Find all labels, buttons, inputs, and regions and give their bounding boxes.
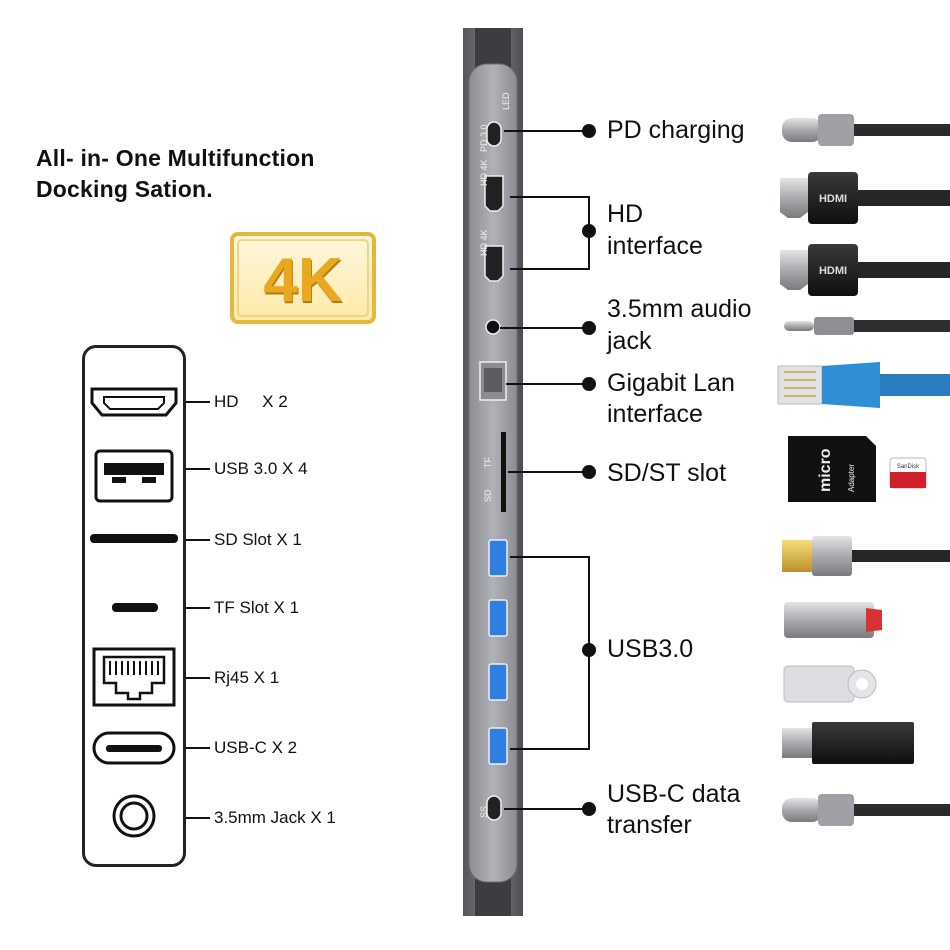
port-legend-panel bbox=[82, 345, 186, 867]
headline: All- in- One Multifunction Docking Satio… bbox=[36, 143, 315, 205]
legend-label-jack: 3.5mm Jack X 1 bbox=[214, 808, 336, 827]
usb-c-cable-data bbox=[782, 794, 950, 826]
audio-jack-icon bbox=[112, 794, 156, 838]
legend-line-sd bbox=[186, 539, 210, 541]
hub-label-hd4k-1: HD 4K bbox=[479, 159, 489, 186]
hub-hdmi-port-1 bbox=[484, 175, 504, 212]
callout-audio-line2: jack bbox=[607, 327, 652, 355]
hub-label-hd4k-2: HD 4K bbox=[479, 229, 489, 256]
legend-label-tf: TF Slot X 1 bbox=[214, 598, 300, 617]
callout-usbc-line1: USB-C data bbox=[607, 780, 741, 808]
hub-pd-usbc-port bbox=[486, 121, 502, 147]
connector-dot-usb bbox=[582, 643, 596, 657]
callout-lan-line2: interface bbox=[607, 400, 703, 428]
hub-usb-a-port-2 bbox=[488, 599, 508, 637]
hdmi-cable-1-logo: HDMI bbox=[819, 193, 847, 205]
hub-usb-a-port-4 bbox=[488, 727, 508, 765]
tf-slot-icon bbox=[112, 603, 158, 612]
legend-label-hdmi: HD X 2 bbox=[214, 392, 288, 411]
connector-dot-sd bbox=[582, 465, 596, 479]
connector-dot-lan bbox=[582, 377, 596, 391]
hub-label-sd: SD bbox=[483, 489, 493, 502]
connector-hd-bottom bbox=[510, 268, 590, 270]
4k-badge-inner-border bbox=[237, 239, 369, 317]
ethernet-cable bbox=[777, 362, 950, 408]
connector-hd-top bbox=[510, 196, 590, 198]
rj45-port-icon bbox=[92, 647, 176, 707]
connector-usbc bbox=[504, 808, 586, 810]
hdmi-cable-1: HDMI bbox=[780, 172, 950, 224]
legend-line-usb bbox=[186, 468, 210, 470]
hub-usb-a-port-1 bbox=[488, 539, 508, 577]
connector-pd bbox=[504, 130, 586, 132]
accessories-column: HDMI HDMI micro Adapter bbox=[777, 114, 950, 826]
legend-icons bbox=[90, 387, 178, 838]
legend-label-usb: USB 3.0 X 4 bbox=[214, 459, 308, 478]
flash-drive-metal-1 bbox=[784, 602, 882, 638]
usb-a-cable bbox=[782, 536, 950, 576]
micro-sd-logo: micro bbox=[817, 448, 834, 492]
adapter-text: Adapter bbox=[847, 464, 856, 492]
legend-label-rj45: Rj45 X 1 bbox=[214, 668, 280, 687]
callout-audio-line1: 3.5mm audio bbox=[607, 295, 752, 323]
legend-line-tf bbox=[186, 607, 210, 609]
flash-drive-metal-2 bbox=[783, 665, 877, 703]
callout-usb3: USB3.0 bbox=[607, 635, 694, 663]
sd-card: SanDisk bbox=[889, 457, 927, 489]
callout-hd-line2: interface bbox=[607, 232, 703, 260]
callout-lan-line1: Gigabit Lan bbox=[607, 369, 735, 397]
legend-label-usbc: USB-C X 2 bbox=[214, 738, 298, 757]
legend-label-sd: SD Slot X 1 bbox=[214, 530, 302, 549]
callout-usbc-line2: transfer bbox=[607, 811, 692, 839]
hub-sd-slot bbox=[501, 432, 506, 512]
callout-hd-line1: HD bbox=[607, 200, 644, 228]
legend-line-rj45 bbox=[186, 677, 210, 679]
headline-line-1: All- in- One Multifunction bbox=[36, 145, 315, 171]
4k-badge: 4K bbox=[230, 232, 376, 324]
hub-label-ss: SS bbox=[479, 806, 489, 818]
headline-line-2: Docking Sation. bbox=[36, 176, 213, 202]
connector-lan bbox=[506, 383, 586, 385]
connector-dot-usbc bbox=[582, 802, 596, 816]
hub-hdmi-port-2 bbox=[484, 245, 504, 282]
hub-label-tf: TF bbox=[483, 457, 493, 468]
legend-line-jack bbox=[186, 817, 210, 819]
hub-usb-a-port-3 bbox=[488, 663, 508, 701]
usb-c-port-icon bbox=[92, 731, 176, 765]
flash-drive-black bbox=[782, 722, 914, 764]
connector-audio bbox=[500, 327, 586, 329]
legend-line-hdmi bbox=[186, 401, 210, 403]
usb-c-cable-pd bbox=[782, 114, 950, 146]
callout-sd-slot: SD/ST slot bbox=[607, 459, 727, 487]
legend-line-usbc bbox=[186, 747, 210, 749]
hub-data-usbc-port bbox=[486, 795, 502, 821]
callout-pd-charging: PD charging bbox=[607, 116, 745, 144]
connector-dot-hd bbox=[582, 224, 596, 238]
hub-label-led: LED bbox=[501, 92, 511, 110]
4k-badge-text: 4K bbox=[263, 246, 343, 315]
hdmi-port-icon bbox=[90, 387, 178, 417]
hdmi-cable-2: HDMI bbox=[780, 244, 950, 296]
sd-card-brand: SanDisk bbox=[897, 464, 920, 470]
hub-audio-jack bbox=[485, 319, 501, 335]
hdmi-cable-2-logo: HDMI bbox=[819, 265, 847, 277]
connector-sd bbox=[508, 471, 586, 473]
connector-dot-audio bbox=[582, 321, 596, 335]
connector-dot-pd bbox=[582, 124, 596, 138]
sd-slot-icon bbox=[90, 534, 178, 543]
connector-usb-top bbox=[510, 556, 590, 558]
connector-usb-bottom bbox=[510, 748, 590, 750]
hub-label-pd: PD 3.0 bbox=[479, 124, 489, 152]
audio-cable bbox=[784, 317, 950, 335]
microsd-adapter: micro Adapter bbox=[788, 436, 876, 502]
usb-a-port-icon bbox=[94, 449, 174, 503]
